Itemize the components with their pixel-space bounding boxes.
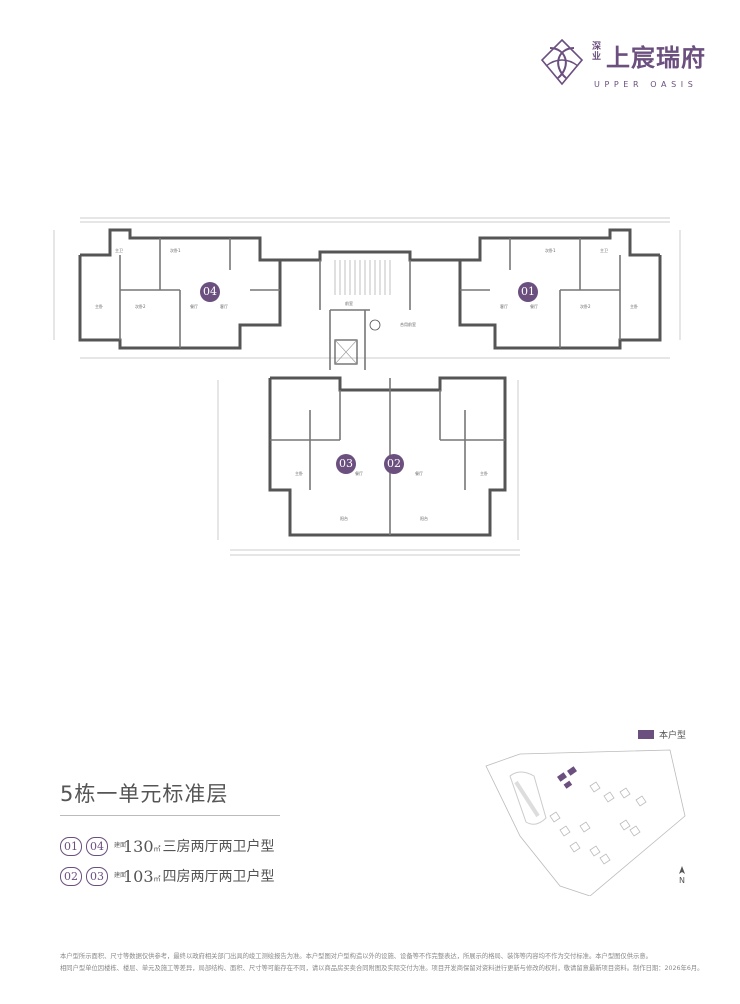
svg-text:主卧: 主卧 xyxy=(295,470,303,476)
disclaimer-line-2: 相同户型单位因楼栋、楼层、单元及施工等差异，局部结构、面积、尺寸等可能存在不同，… xyxy=(60,965,704,972)
svg-text:主卫: 主卫 xyxy=(600,247,608,253)
svg-text:餐厅: 餐厅 xyxy=(355,470,363,476)
unit-description: 三房两厅两卫户型 xyxy=(162,839,275,855)
area-unit: ㎡ xyxy=(153,875,161,883)
unit-number: 03 xyxy=(86,866,108,886)
area-value: 103 xyxy=(123,866,154,886)
svg-text:阳台: 阳台 xyxy=(340,515,348,521)
disclaimer: 本户型所示面积、尺寸等数据仅供参考，最终以政府相关部门出具的竣工测绘报告为准。本… xyxy=(60,951,704,975)
svg-text:阳台: 阳台 xyxy=(420,515,428,521)
brand-logo: 深业 上宸瑞府 UPPER OASIS xyxy=(536,36,716,92)
unit-number: 01 xyxy=(60,836,82,856)
unit-badge-01: 01 xyxy=(518,282,538,302)
unit-badge-02: 02 xyxy=(384,454,404,474)
svg-text:合用前室: 合用前室 xyxy=(400,321,416,327)
floor-title: 5栋一单元标准层 xyxy=(60,782,229,806)
logo-mark-icon xyxy=(540,38,584,86)
svg-text:次卧2: 次卧2 xyxy=(135,303,146,309)
area-tag: 建面 xyxy=(114,842,127,849)
unit-number: 04 xyxy=(86,836,108,856)
logo-developer: 深业 xyxy=(592,42,602,62)
svg-text:餐厅: 餐厅 xyxy=(190,303,198,309)
unit-type-row: 01 04 建面 130 ㎡ 三房两厅两卫户型 xyxy=(60,834,275,858)
area-value: 130 xyxy=(123,836,154,856)
svg-text:次卧2: 次卧2 xyxy=(580,303,591,309)
area-unit: ㎡ xyxy=(153,845,161,853)
svg-text:客厅: 客厅 xyxy=(220,303,228,309)
unit-description: 四房两厅两卫户型 xyxy=(162,869,275,885)
svg-text:次卧1: 次卧1 xyxy=(545,247,556,253)
svg-text:餐厅: 餐厅 xyxy=(530,303,538,309)
legend-label: 本户型 xyxy=(659,730,687,741)
svg-text:次卧1: 次卧1 xyxy=(170,247,181,253)
svg-text:主卧: 主卧 xyxy=(480,470,488,476)
unit-badge-04: 04 xyxy=(200,282,220,302)
svg-text:主卫: 主卫 xyxy=(115,247,123,253)
north-indicator: N xyxy=(676,866,688,885)
disclaimer-line-1: 本户型所示面积、尺寸等数据仅供参考，最终以政府相关部门出具的竣工测绘报告为准。本… xyxy=(60,953,652,960)
area-tag: 建面 xyxy=(114,872,127,879)
north-arrow-icon xyxy=(679,866,685,874)
svg-text:餐厅: 餐厅 xyxy=(415,470,423,476)
site-map xyxy=(485,749,686,896)
title-divider xyxy=(60,815,280,816)
legend-swatch xyxy=(638,729,654,739)
legend: 本户型 xyxy=(638,728,687,741)
svg-text:前室: 前室 xyxy=(345,300,353,306)
logo-project-name: 上宸瑞府 xyxy=(606,44,706,72)
svg-text:客厅: 客厅 xyxy=(500,303,508,309)
svg-text:主卧: 主卧 xyxy=(95,303,103,309)
unit-number: 02 xyxy=(60,866,82,886)
logo-english-name: UPPER OASIS xyxy=(594,80,698,89)
svg-text:主卧: 主卧 xyxy=(630,303,638,309)
unit-type-row: 02 03 建面 103 ㎡ 四房两厅两卫户型 xyxy=(60,864,275,888)
unit-badge-03: 03 xyxy=(336,454,356,474)
north-label: N xyxy=(679,876,685,885)
